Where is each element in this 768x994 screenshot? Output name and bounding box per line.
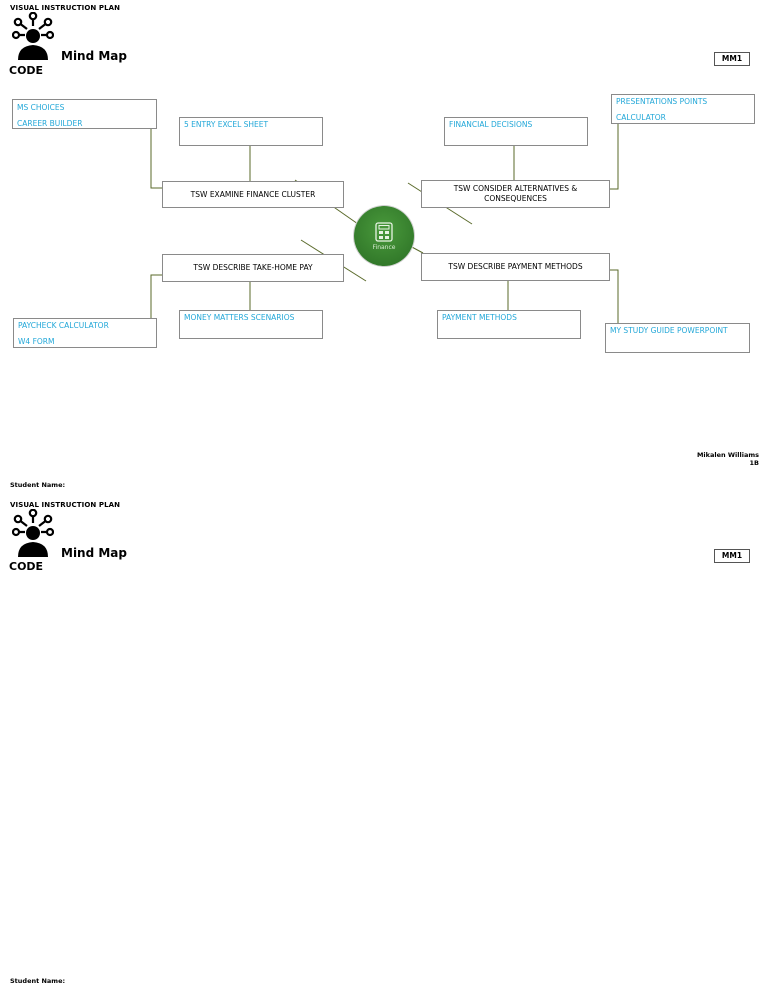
resource-box-excel: 5 ENTRY EXCEL SHEET: [179, 117, 323, 146]
plan-title: VISUAL INSTRUCTION PLAN: [10, 4, 121, 12]
plan-title-page2: VISUAL INSTRUCTION PLAN: [10, 501, 121, 509]
excel-sheet-link[interactable]: 5 ENTRY EXCEL SHEET: [184, 120, 269, 129]
presentations-points-link[interactable]: PRESENTATIONS POINTS: [616, 97, 708, 106]
class-number: 1B: [749, 459, 759, 467]
main-examine-box[interactable]: TSW EXAMINE FINANCE CLUSTER: [162, 181, 344, 208]
ms-choices-link[interactable]: MS CHOICES: [17, 103, 65, 112]
mm-tag: MM1: [714, 52, 750, 66]
resource-box-ms: MS CHOICES CAREER BUILDER: [12, 99, 157, 129]
main-alternatives-box[interactable]: TSW CONSIDER ALTERNATIVES & CONSEQUENCES: [421, 180, 610, 208]
payment-methods-link[interactable]: PAYMENT METHODS: [442, 313, 517, 322]
money-matters-link[interactable]: MONEY MATTERS SCENARIOS: [184, 313, 295, 322]
code-label-page2: CODE: [9, 560, 44, 573]
resource-box-payment-methods: PAYMENT METHODS: [437, 310, 581, 339]
career-builder-link[interactable]: CAREER BUILDER: [17, 119, 83, 128]
paycheck-calculator-link[interactable]: PAYCHECK CALCULATOR: [18, 321, 109, 330]
main-takehome-box[interactable]: TSW DESCRIBE TAKE-HOME PAY: [162, 254, 344, 282]
mind-map-title: Mind Map: [61, 49, 127, 63]
person-network-icon: [12, 509, 54, 557]
author-name: Mikalen Williams: [696, 451, 759, 459]
code-label: CODE: [9, 64, 44, 77]
resource-box-paycheck: PAYCHECK CALCULATOR W4 FORM: [13, 318, 157, 348]
person-network-icon: [12, 12, 54, 60]
student-name-label-page2: Student Name:: [10, 977, 66, 985]
center-node[interactable]: Finance: [354, 206, 414, 266]
mind-map-title-page2: Mind Map: [61, 546, 127, 560]
main-payment-box[interactable]: TSW DESCRIBE PAYMENT METHODS: [421, 253, 610, 281]
resource-box-presentations: PRESENTATIONS POINTS CALCULATOR: [611, 94, 755, 124]
calculator-link[interactable]: CALCULATOR: [616, 113, 666, 122]
resource-box-money-matters: MONEY MATTERS SCENARIOS: [179, 310, 323, 339]
study-guide-link[interactable]: MY STUDY GUIDE POWERPOINT: [610, 326, 728, 335]
calculator-icon: [375, 221, 393, 242]
mm-tag-page2: MM1: [714, 549, 750, 563]
resource-box-study-guide: MY STUDY GUIDE POWERPOINT: [605, 323, 750, 353]
student-name-label: Student Name:: [10, 481, 66, 489]
center-label: Finance: [372, 243, 396, 251]
financial-decisions-link[interactable]: FINANCIAL DECISIONS: [449, 120, 533, 129]
resource-box-decisions: FINANCIAL DECISIONS: [444, 117, 588, 146]
w4-form-link[interactable]: W4 FORM: [18, 337, 55, 346]
